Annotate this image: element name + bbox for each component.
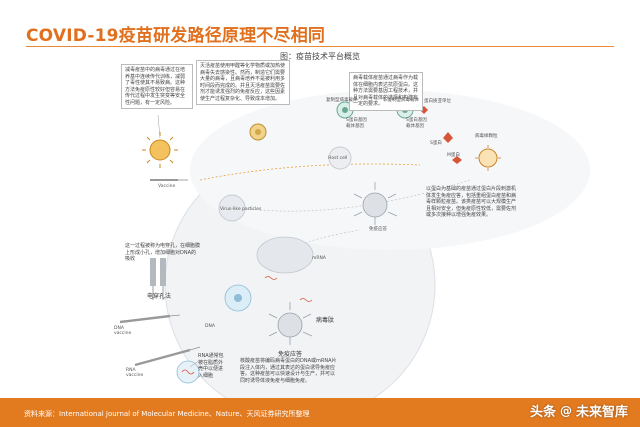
footer-bar xyxy=(0,398,640,427)
label-s-protein: S蛋白 xyxy=(430,141,442,146)
path-dotted-2 xyxy=(219,179,471,212)
dna-vaccine-syringe-icon xyxy=(119,314,181,324)
label-peptide: 病毒肽 xyxy=(316,317,335,324)
connector-1 xyxy=(157,114,161,139)
label-electroporation: 电穿孔法 xyxy=(147,293,172,300)
watermark-handle: 未来智库 xyxy=(575,405,628,420)
path-dotted-1 xyxy=(199,163,421,181)
dendritic-cell-icon-1 xyxy=(353,182,398,225)
label-host-cell: Host cell xyxy=(328,156,348,161)
rna-vaccine-syringe-icon xyxy=(134,346,201,367)
note-rna: RNA通常包被在脂质外壳中以便进入细胞 xyxy=(198,353,224,379)
background-membrane xyxy=(190,90,590,250)
watermark-brand: 头条 xyxy=(529,405,556,420)
dendritic-cell-icon-2 xyxy=(268,302,313,345)
note-inactivated: 灭活疫苗使用甲醛等化学物质或加热使病毒失去感染性。然而，制造它们需要大量的病毒，… xyxy=(196,60,290,105)
inactivated-virus-icon xyxy=(249,123,267,141)
title-divider xyxy=(26,46,614,47)
label-m-protein: M蛋白 xyxy=(447,153,460,158)
source-text: 资料来源：International Journal of Molecular … xyxy=(24,410,310,418)
at-icon: @ xyxy=(559,403,572,418)
vlp-icon xyxy=(475,145,501,171)
watermark: 头条 @ 未来智库 xyxy=(529,401,628,421)
label-immune-1: 免疫应答 xyxy=(369,227,387,232)
virus-like-particle-icon xyxy=(218,194,246,222)
host-cell-icon-small xyxy=(328,146,352,170)
label-s-gene-2: S蛋白基因 xyxy=(406,118,427,123)
note-protein: 以蛋白为基础的疫苗通过蛋白片段刺激机体发生免疫应答，包括重组蛋白疫苗和病毒样颗粒… xyxy=(426,186,517,218)
nucleus-icon xyxy=(256,236,314,274)
label-vlp: 病毒样颗粒 xyxy=(475,134,498,139)
label-replicating: 复制型病毒载体 xyxy=(326,98,358,103)
label-virus-like: Virus-like particles xyxy=(220,207,262,212)
label-vector-gene-2: 载体基因 xyxy=(406,124,424,129)
label-protein-subunit: 蛋白质亚单位 xyxy=(424,99,451,104)
note-nucleic: 核酸疫苗将编码病毒蛋白的DNA或mRNA片段注入体内，通过其表达的蛋白诱导免疫应… xyxy=(240,358,337,384)
label-dna: DNA xyxy=(205,324,215,329)
s-protein-icon xyxy=(443,132,453,143)
label-rna-vaccine: RNA vaccine xyxy=(126,368,144,378)
attenuated-virus-icon xyxy=(142,132,178,168)
mrna-strand-icon xyxy=(264,276,313,302)
vaccine-platform-diagram xyxy=(119,90,590,398)
label-vaccine: Vaccine xyxy=(158,184,176,189)
note-dna: 这一过程被称为电穿孔，在细胞膜上形成小孔，增加细胞对DNA的吸收 xyxy=(125,243,201,262)
m-protein-icon xyxy=(452,156,462,164)
cell-vesicle-icon xyxy=(224,284,252,312)
label-immune-2: 免疫应答 xyxy=(278,351,303,358)
electroporation-device-icon xyxy=(150,258,166,300)
label-vector-gene: 载体基因 xyxy=(346,124,364,129)
label-nonreplicating: 非复制型病毒载体 xyxy=(383,98,419,103)
lipid-particle-icon xyxy=(176,360,200,384)
figure-caption: 图：疫苗技术平台概览 xyxy=(280,52,360,61)
label-s-gene: S蛋白基因 xyxy=(346,118,367,123)
connector-2 xyxy=(189,359,201,368)
label-dna-vaccine: DNA vaccine xyxy=(114,326,132,336)
label-mrna: mRNA xyxy=(312,256,326,261)
note-vector: 病毒载体疫苗通过病毒作为载体在细胞内表达抗原蛋白。这种方法需要基因工程技术，并且… xyxy=(349,72,423,111)
note-attenuated: 减毒疫苗中的病毒通过在培养基中连续传代训练，减弱了毒性使其不易致病。这种方法免疫… xyxy=(121,64,193,109)
page-title: COVID-19疫苗研发路径原理不尽相同 xyxy=(26,26,326,46)
